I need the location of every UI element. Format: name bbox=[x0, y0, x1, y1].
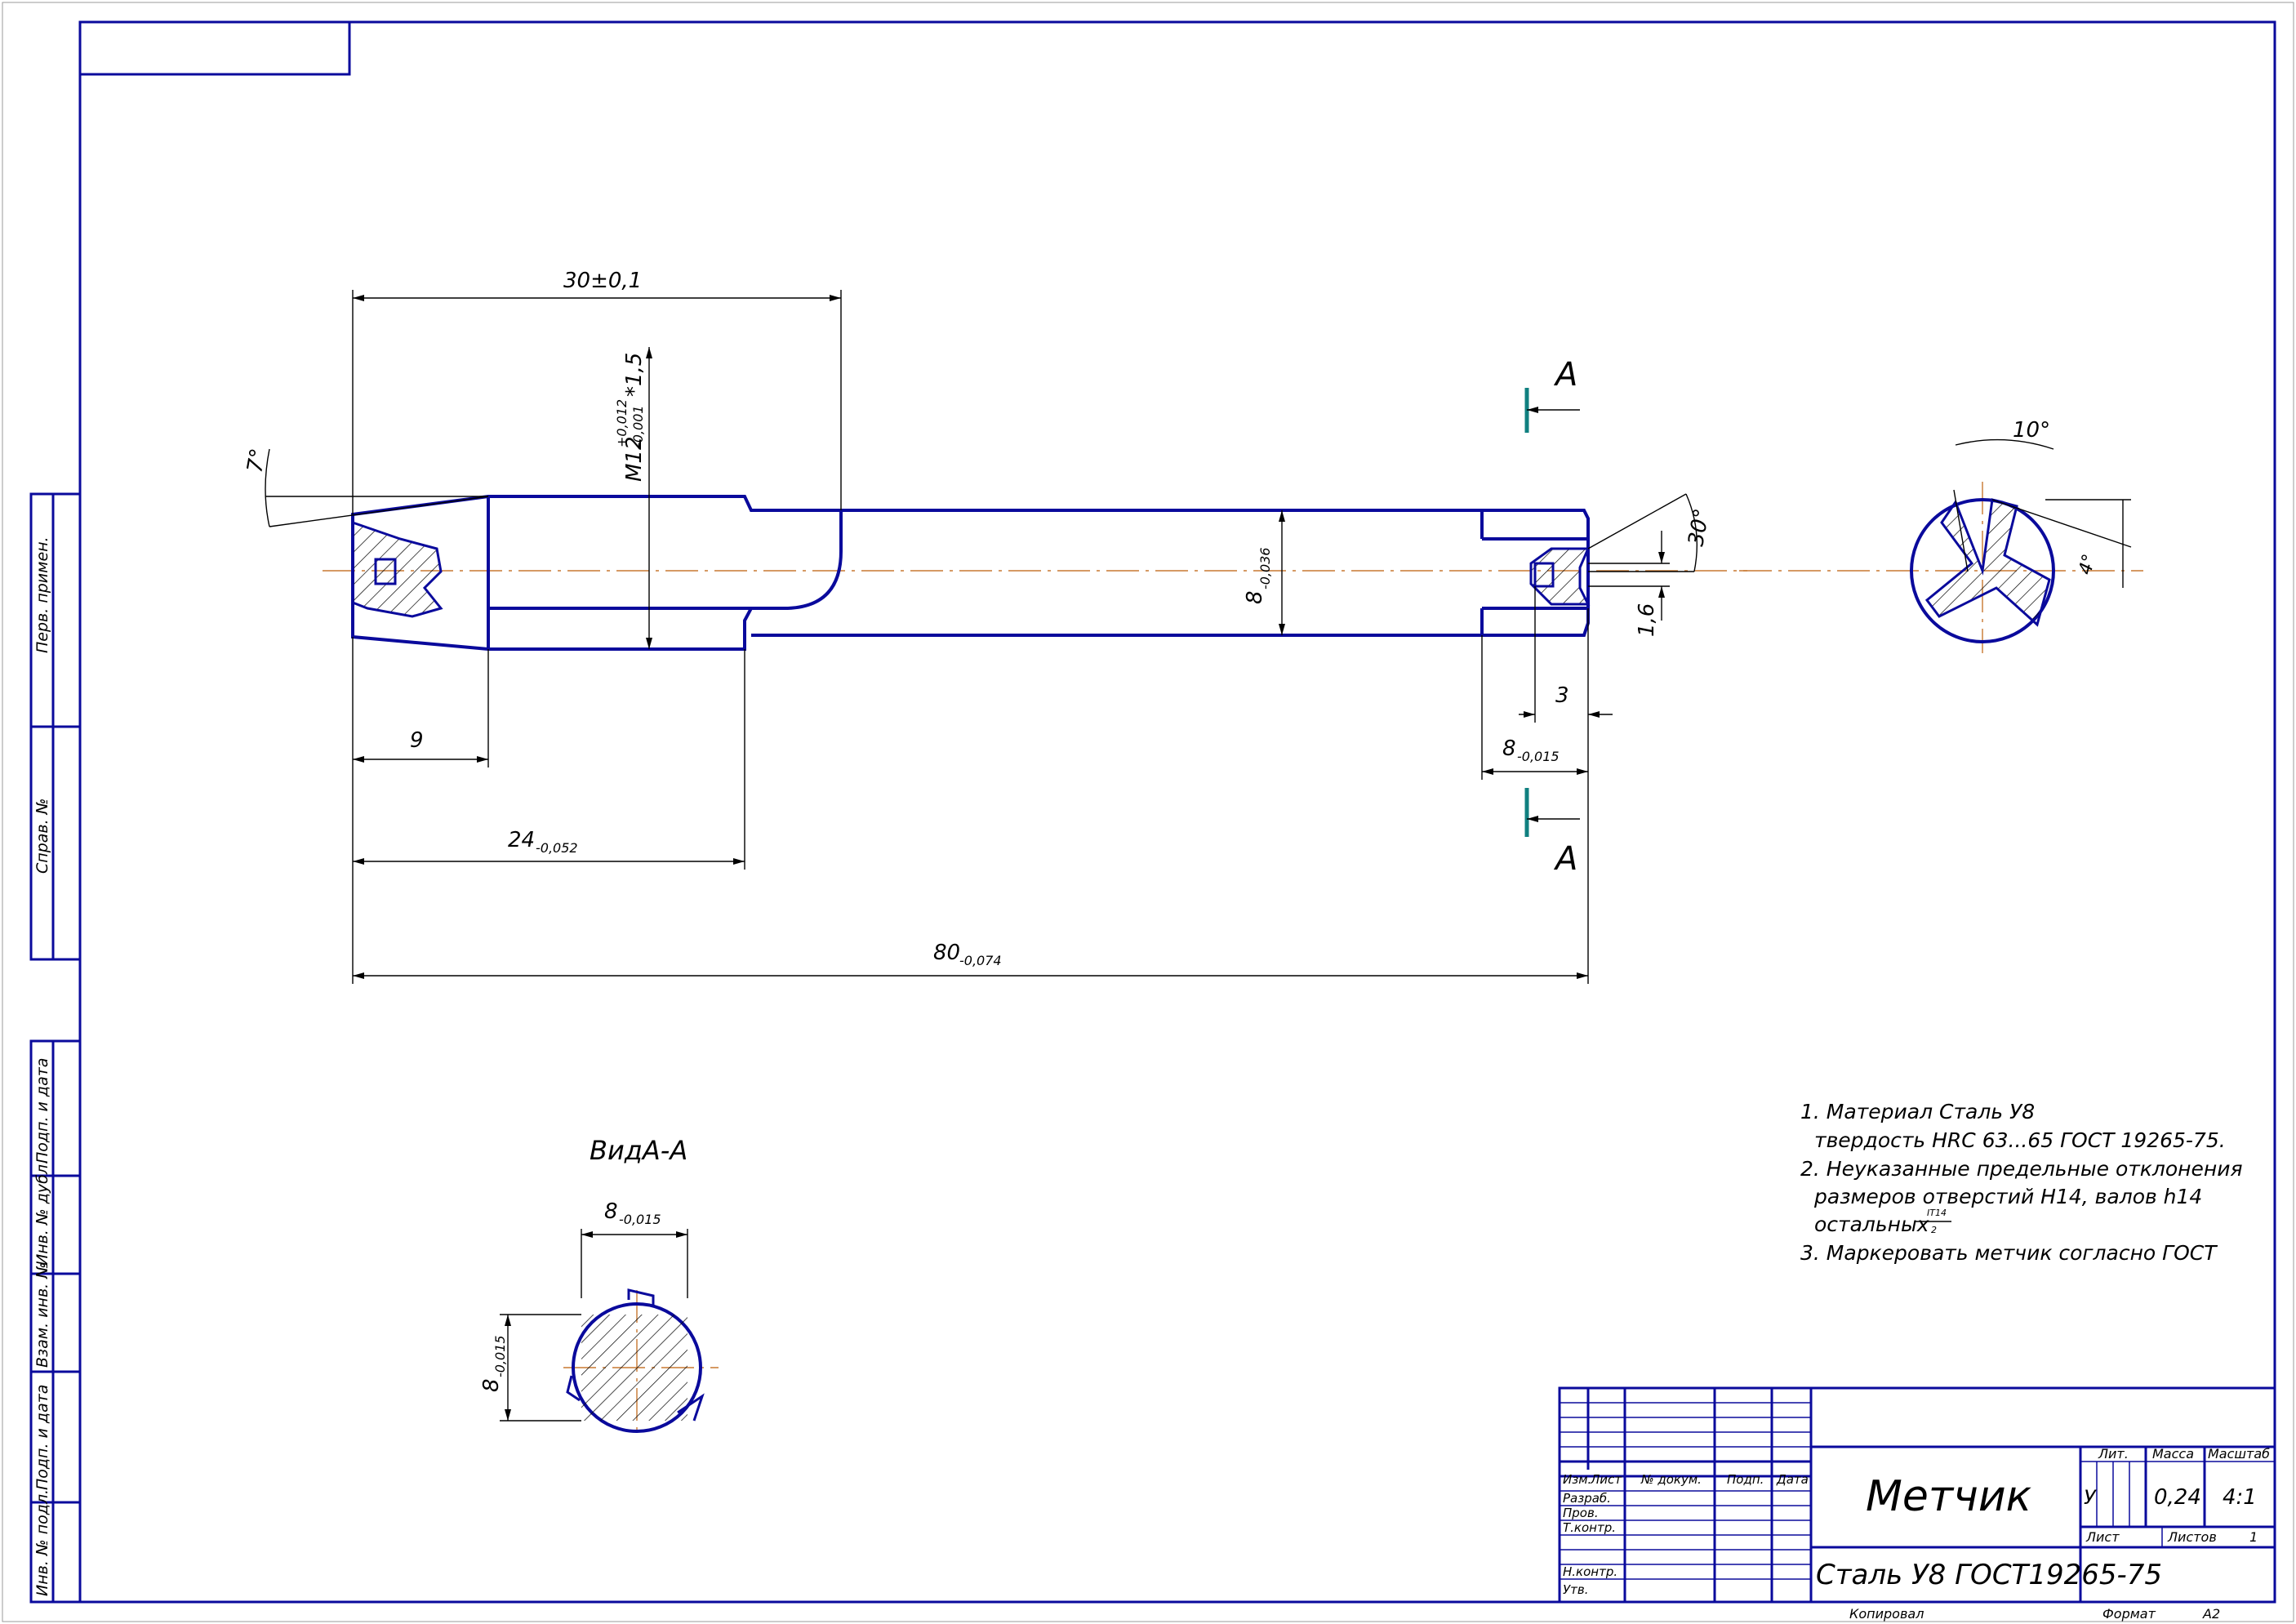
note-2b: размеров отверстий H14, валов h14 bbox=[1813, 1185, 2202, 1208]
tb-mass-value: 0,24 bbox=[2154, 1485, 2201, 1510]
dim-shank-8: 8 bbox=[1243, 590, 1267, 604]
technical-notes: 1. Материал Сталь У8 твердость HRC 63...… bbox=[1800, 1100, 2243, 1265]
end-view: 10° 4° bbox=[1739, 418, 2143, 653]
dim-24: 24 bbox=[508, 828, 535, 852]
dim-3: 3 bbox=[1555, 683, 1569, 708]
note-3: 3. Маркеровать метчик согласно ГОСТ bbox=[1800, 1241, 2218, 1265]
tb-part-name: Метчик bbox=[1866, 1472, 2032, 1521]
note-1a: 1. Материал Сталь У8 bbox=[1800, 1100, 2035, 1123]
dim-24-tol: -0,052 bbox=[536, 840, 578, 856]
section-view: ВидА-А 8 -0,015 8 -0,015 bbox=[479, 1135, 719, 1437]
dim-30: 30±0,1 bbox=[563, 269, 642, 293]
note-2c-num: IT14 bbox=[1927, 1208, 1947, 1218]
section-view-title: ВидА-А bbox=[590, 1135, 687, 1166]
section-marker-top: А bbox=[1553, 356, 1577, 394]
stamp-podp-data-1: Подп. и дата bbox=[33, 1058, 51, 1163]
dim-angle-30: 30° bbox=[1684, 507, 1715, 549]
sect-dim-8-h: 8 bbox=[604, 1199, 618, 1224]
tb-copied: Копировал bbox=[1849, 1606, 1924, 1622]
stamp-sprav-no: Справ. № bbox=[33, 799, 51, 874]
stamp-inv-dubl: Инв. № дубл. bbox=[33, 1159, 51, 1266]
tb-row-nkontr: Н.контр. bbox=[1563, 1564, 1617, 1579]
dim-thread-up: +0,012 bbox=[614, 399, 630, 447]
section-markers: А А bbox=[1524, 356, 1580, 878]
tb-sheet-label: Лист bbox=[2085, 1529, 2120, 1545]
tb-row-prov: Пров. bbox=[1563, 1506, 1599, 1520]
tb-sheets-label: Листов bbox=[2167, 1529, 2217, 1545]
dim-8-sq: 8 bbox=[1502, 736, 1516, 761]
note-2c-den: 2 bbox=[1931, 1225, 1937, 1235]
side-stamps: Перв. примен. Справ. № Подп. и дата Инв.… bbox=[29, 492, 82, 1604]
dim-9: 9 bbox=[410, 728, 424, 753]
tb-col-list: Лист bbox=[1590, 1472, 1622, 1487]
note-2a: 2. Неуказанные предельные отклонения bbox=[1800, 1157, 2243, 1181]
dim-80-tol: -0,074 bbox=[959, 953, 1002, 968]
dim-80: 80 bbox=[933, 941, 960, 965]
section-marker-bottom: А bbox=[1553, 840, 1577, 878]
tb-lit-label: Лит. bbox=[2098, 1446, 2129, 1462]
tb-col-date: Дата bbox=[1776, 1472, 1809, 1487]
note-2c: остальных bbox=[1814, 1212, 1929, 1236]
dim-thread: М12 bbox=[622, 436, 647, 482]
tb-lit-value: У bbox=[2084, 1486, 2097, 1509]
dimensions: 30±0,1 М12 +0,012 -0,001 *1,5 7° 8 -0,03… bbox=[243, 269, 1715, 984]
dim-thread-low: -0,001 bbox=[630, 405, 646, 447]
dim-angle-10: 10° bbox=[2013, 418, 2050, 443]
tb-scale-label: Масштаб bbox=[2208, 1446, 2270, 1462]
sect-dim-8-h-tol: -0,015 bbox=[619, 1212, 661, 1227]
sect-dim-8-v: 8 bbox=[479, 1378, 504, 1392]
tb-row-razrab: Разраб. bbox=[1563, 1491, 1611, 1506]
stamp-vzam-inv: Взам. инв. № bbox=[33, 1262, 51, 1368]
dim-shank-8-tol: -0,036 bbox=[1257, 547, 1273, 590]
stamp-inv-podl: Инв. № подл. bbox=[33, 1489, 51, 1596]
tb-format-label: Формат bbox=[2102, 1606, 2156, 1622]
dim-thread-pitch: *1,5 bbox=[622, 353, 647, 397]
note-1b: твердость HRC 63...65 ГОСТ 19265-75. bbox=[1814, 1128, 2226, 1152]
dim-8-sq-tol: -0,015 bbox=[1517, 749, 1560, 764]
tb-col-doc: № докум. bbox=[1640, 1472, 1702, 1487]
tb-material: Сталь У8 ГОСТ19265-75 bbox=[1816, 1559, 2162, 1591]
tb-format-value: А2 bbox=[2202, 1606, 2220, 1622]
tb-scale-value: 4:1 bbox=[2223, 1485, 2257, 1510]
main-view bbox=[323, 495, 1747, 651]
dim-angle-7: 7° bbox=[243, 447, 271, 474]
tb-col-sign: Подп. bbox=[1727, 1472, 1764, 1487]
tb-mass-label: Масса bbox=[2152, 1446, 2194, 1462]
sect-dim-8-v-tol: -0,015 bbox=[492, 1335, 508, 1377]
tb-sheets-value: 1 bbox=[2249, 1529, 2258, 1545]
title-block: Изм. Лист № докум. Подп. Дата Разраб. Пр… bbox=[1558, 1386, 2276, 1622]
stamp-perv-primen: Перв. примен. bbox=[33, 536, 51, 653]
tb-col-izm: Изм. bbox=[1563, 1472, 1591, 1487]
stamp-podp-data-2: Подп. и дата bbox=[33, 1385, 51, 1490]
tb-row-tkontr: Т.контр. bbox=[1563, 1520, 1616, 1535]
dim-angle-4: 4° bbox=[2076, 552, 2101, 577]
tb-row-utv: Утв. bbox=[1563, 1582, 1589, 1597]
dim-1-6: 1,6 bbox=[1635, 603, 1659, 637]
